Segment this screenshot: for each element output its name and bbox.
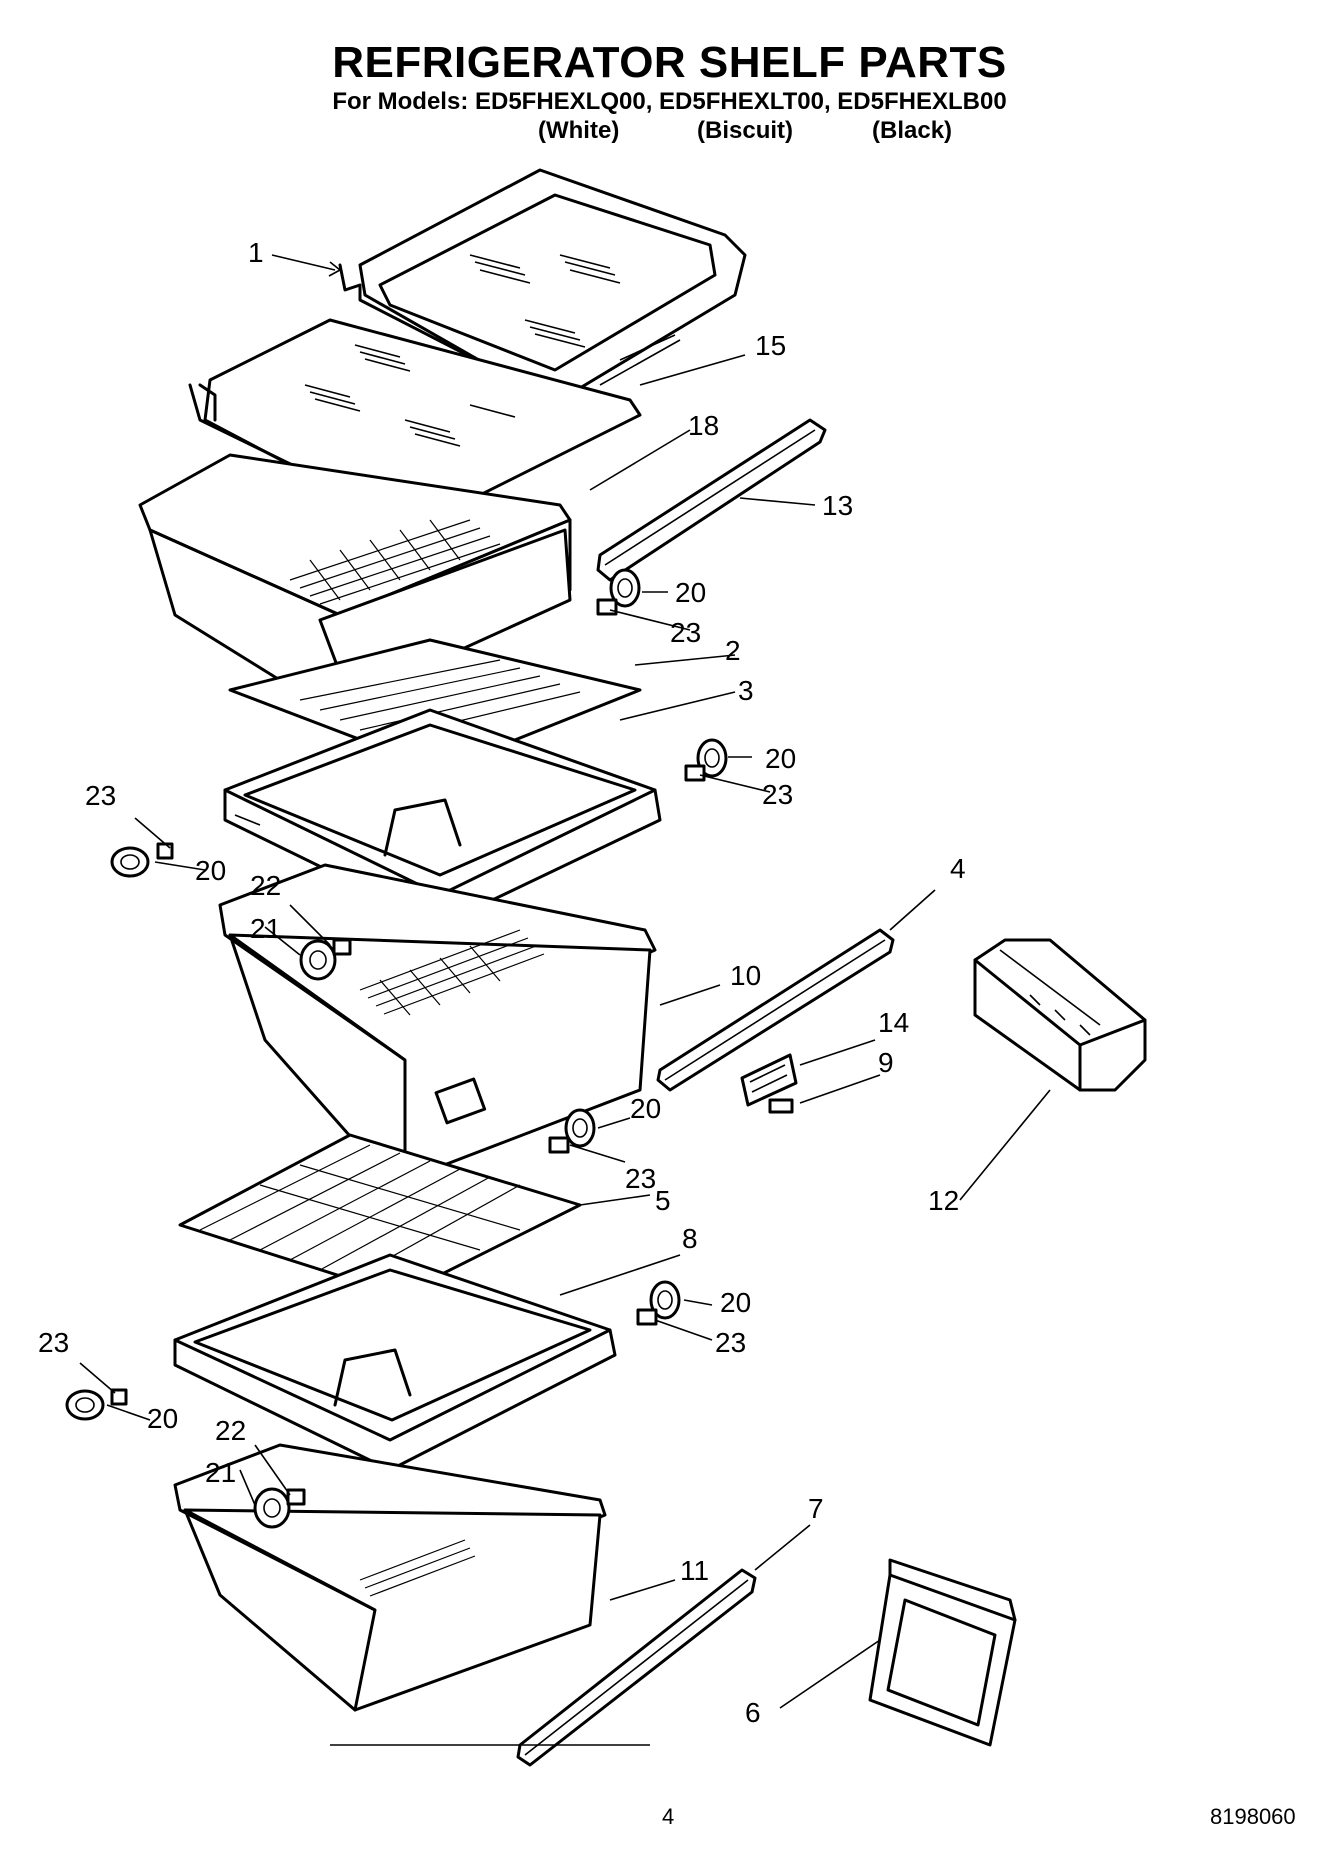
callout-20f: 20 bbox=[147, 1403, 178, 1434]
callout-20c: 20 bbox=[195, 855, 226, 886]
callout-15: 15 bbox=[755, 330, 786, 361]
part-3-shelf-frame bbox=[223, 708, 662, 927]
callout-4: 4 bbox=[950, 853, 966, 884]
model-list: For Models: ED5FHEXLQ00, ED5FHEXLT00, ED… bbox=[332, 88, 1007, 115]
callout-2: 2 bbox=[725, 635, 741, 666]
roller-20-mid-left bbox=[110, 842, 174, 878]
callout-21b: 21 bbox=[205, 1457, 236, 1488]
callout-14: 14 bbox=[878, 1007, 909, 1038]
callout-7: 7 bbox=[808, 1493, 824, 1524]
callout-11: 11 bbox=[680, 1555, 709, 1586]
leader-lines bbox=[79, 254, 1051, 1746]
variant-black: (Black) bbox=[872, 117, 953, 144]
callout-20b: 20 bbox=[765, 743, 796, 774]
callout-5: 5 bbox=[655, 1185, 671, 1216]
roller-20-lower-left bbox=[65, 1388, 128, 1421]
callout-3: 3 bbox=[738, 675, 754, 706]
callout-8: 8 bbox=[682, 1223, 698, 1254]
part-13-track-cover bbox=[596, 418, 827, 582]
part-1-shelf-frame bbox=[338, 168, 747, 402]
roller-20-lower-right bbox=[636, 1280, 681, 1326]
callout-23e: 23 bbox=[715, 1327, 746, 1358]
callout-23f: 23 bbox=[38, 1327, 69, 1358]
callout-21a: 21 bbox=[250, 913, 281, 944]
part-12-door-bin bbox=[973, 938, 1147, 1092]
page-number: 4 bbox=[662, 1804, 675, 1829]
document-number: 8198060 bbox=[1210, 1804, 1296, 1829]
part-7-track-cover bbox=[516, 1568, 757, 1767]
part-4-track-cover bbox=[656, 928, 895, 1092]
callout-23c: 23 bbox=[85, 780, 116, 811]
variant-white: (White) bbox=[538, 117, 620, 144]
callout-9: 9 bbox=[878, 1047, 894, 1078]
callout-20a: 20 bbox=[675, 577, 706, 608]
callout-12: 12 bbox=[928, 1185, 959, 1216]
page-title: REFRIGERATOR SHELF PARTS bbox=[332, 38, 1007, 87]
callout-10: 10 bbox=[730, 960, 761, 991]
roller-20-mid-right bbox=[684, 738, 728, 782]
callout-6: 6 bbox=[745, 1697, 761, 1728]
part-5-glass-insert bbox=[178, 1133, 582, 1297]
callout-1: 1 bbox=[248, 237, 264, 268]
callout-20d: 20 bbox=[630, 1093, 661, 1124]
part-11-crisper-pan bbox=[173, 1443, 607, 1712]
part-8-shelf-frame bbox=[173, 1253, 617, 1472]
callout-23a: 23 bbox=[670, 617, 701, 648]
callout-13: 13 bbox=[822, 490, 853, 521]
callout-23d: 23 bbox=[625, 1163, 656, 1194]
variant-biscuit: (Biscuit) bbox=[697, 117, 793, 144]
callout-22b: 22 bbox=[215, 1415, 246, 1446]
callout-23b: 23 bbox=[762, 779, 793, 810]
part-6-corner-cap bbox=[868, 1558, 1017, 1747]
callout-20e: 20 bbox=[720, 1287, 751, 1318]
part-14-9-bracket bbox=[740, 1053, 798, 1114]
callout-18: 18 bbox=[688, 410, 719, 441]
roller-20-23-mid bbox=[548, 1108, 596, 1154]
roller-21-22-upper bbox=[299, 938, 352, 981]
callout-22a: 22 bbox=[250, 870, 281, 901]
roller-20-upper bbox=[596, 568, 641, 616]
callout-labels: 1 15 18 13 20 23 2 3 20 23 23 20 22 21 4… bbox=[38, 237, 966, 1728]
roller-21-22-lower bbox=[253, 1487, 306, 1529]
